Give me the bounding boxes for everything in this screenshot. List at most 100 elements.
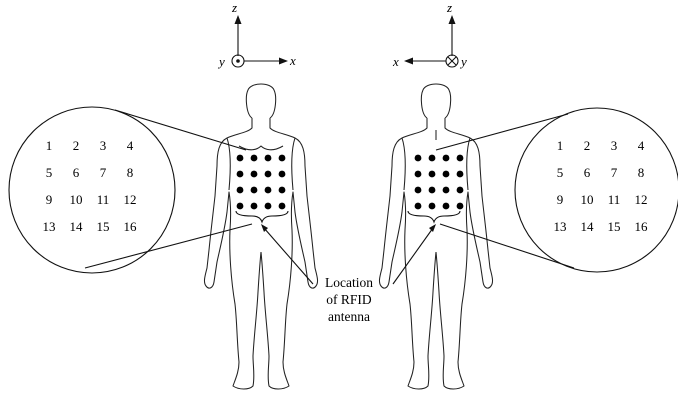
back-z-arrowhead xyxy=(449,15,456,24)
back-sensor-dot xyxy=(415,155,422,162)
back-sensor-dot xyxy=(429,187,436,194)
front-sensor-dot xyxy=(279,155,286,162)
front-sensor-number: 16 xyxy=(124,219,138,234)
back-sensor-number: 16 xyxy=(635,219,649,234)
back-sensor-number: 3 xyxy=(611,138,618,153)
front-y-dot xyxy=(236,59,240,63)
back-sensor-dot xyxy=(429,155,436,162)
back-body-outline xyxy=(379,84,492,389)
front-x-label: x xyxy=(289,53,296,68)
front-sensor-dot xyxy=(279,187,286,194)
front-sensor-dot xyxy=(237,171,244,178)
front-chest-contour xyxy=(239,146,283,150)
front-sensor-number: 2 xyxy=(73,138,80,153)
back-sensor-number: 14 xyxy=(581,219,595,234)
front-sensor-number: 7 xyxy=(100,165,107,180)
front-sensor-dot xyxy=(265,155,272,162)
back-sensor-number: 4 xyxy=(638,138,645,153)
back-antenna-bracket xyxy=(408,211,460,222)
antenna-label-line-2: of RFID xyxy=(326,292,372,307)
back-sensor-number: 15 xyxy=(608,219,621,234)
front-sensor-dot xyxy=(237,187,244,194)
back-sensor-number: 9 xyxy=(557,192,564,207)
front-sensor-number: 3 xyxy=(100,138,107,153)
front-sensor-number: 10 xyxy=(70,192,83,207)
front-y-label: y xyxy=(217,54,225,69)
back-head xyxy=(421,84,450,118)
back-sensor-number: 10 xyxy=(581,192,594,207)
back-sensor-dot xyxy=(457,187,464,194)
back-zoom-circle xyxy=(515,108,678,272)
front-x-arrowhead xyxy=(279,58,288,65)
front-sensor-dot xyxy=(237,203,244,210)
front-sensor-number: 14 xyxy=(70,219,84,234)
front-sensor-number: 13 xyxy=(43,219,56,234)
front-sensor-number: 4 xyxy=(127,138,134,153)
front-torso-left-edge xyxy=(227,138,230,190)
front-sensor-dot xyxy=(237,155,244,162)
front-sensor-dot xyxy=(279,203,286,210)
front-zoom-circle xyxy=(9,107,175,273)
back-sensor-number: 5 xyxy=(557,165,564,180)
back-sensor-dot xyxy=(415,187,422,194)
front-sensor-dot xyxy=(265,171,272,178)
back-sensor-dot xyxy=(443,203,450,210)
back-sensor-dot-grid xyxy=(415,155,464,210)
front-z-arrowhead xyxy=(235,15,242,24)
back-z-label: z xyxy=(446,0,452,15)
back-sensor-dot xyxy=(429,171,436,178)
front-sensor-number: 15 xyxy=(97,219,110,234)
back-sensor-number: 7 xyxy=(611,165,618,180)
back-sensor-number: 1 xyxy=(557,138,564,153)
front-sensor-dot xyxy=(251,187,258,194)
front-torso-right-edge xyxy=(292,138,295,190)
back-x-label: x xyxy=(392,54,399,69)
back-sensor-dot xyxy=(443,171,450,178)
back-sensor-number: 8 xyxy=(638,165,645,180)
back-sensor-dot xyxy=(443,155,450,162)
front-sensor-number: 12 xyxy=(124,192,137,207)
back-sensor-number: 2 xyxy=(584,138,591,153)
back-zoom-connector-top xyxy=(436,114,568,150)
back-sensor-dot xyxy=(415,171,422,178)
front-axes: z x y xyxy=(217,0,296,69)
antenna-label-line-1: Location xyxy=(325,275,373,290)
front-sensor-dot xyxy=(265,187,272,194)
back-sensor-number: 11 xyxy=(608,192,621,207)
back-antenna-pointer xyxy=(393,228,433,284)
front-zoom-connector-top xyxy=(115,110,246,150)
back-sensor-dot xyxy=(415,203,422,210)
back-sensor-number: 13 xyxy=(554,219,567,234)
front-sensor-dot-grid xyxy=(237,155,286,210)
back-antenna-arrowhead xyxy=(429,224,436,232)
front-head xyxy=(246,84,275,118)
back-body-left-half xyxy=(379,118,436,389)
back-sensor-dot xyxy=(457,203,464,210)
back-torso-right-edge xyxy=(467,138,470,190)
front-sensor-number: 1 xyxy=(46,138,53,153)
front-sensor-number: 9 xyxy=(46,192,53,207)
front-sensor-dot xyxy=(279,171,286,178)
front-sensor-number: 8 xyxy=(127,165,134,180)
front-sensor-dot xyxy=(251,203,258,210)
front-sensor-dot xyxy=(251,171,258,178)
back-sensor-dot xyxy=(457,171,464,178)
front-sensor-dot xyxy=(251,155,258,162)
back-sensor-dot xyxy=(429,203,436,210)
back-y-label: y xyxy=(459,54,467,69)
front-zoom-connector-bottom xyxy=(85,224,252,268)
antenna-label-line-3: antenna xyxy=(328,309,370,324)
back-sensor-dot xyxy=(457,155,464,162)
front-sensor-number: 6 xyxy=(73,165,80,180)
back-sensor-number: 12 xyxy=(635,192,648,207)
front-sensor-number: 11 xyxy=(97,192,110,207)
back-x-arrowhead xyxy=(404,58,413,65)
back-sensor-dot xyxy=(443,187,450,194)
back-sensor-number: 6 xyxy=(584,165,591,180)
front-antenna-pointer xyxy=(264,228,313,284)
front-z-label: z xyxy=(231,0,237,15)
back-axes: z x y xyxy=(392,0,467,69)
